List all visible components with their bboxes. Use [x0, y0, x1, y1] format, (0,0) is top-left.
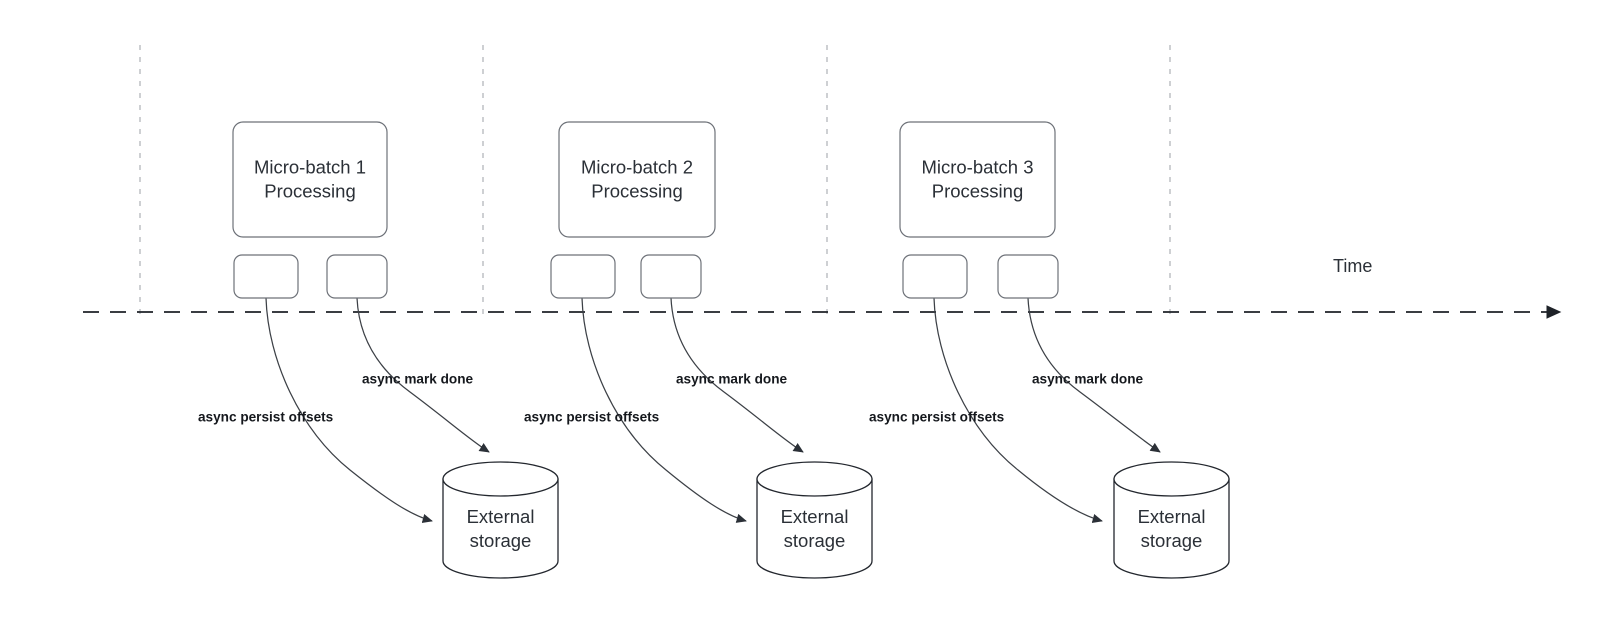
external-storage-2-body[interactable]: [756, 478, 873, 579]
flow-arrow-group: [265, 297, 1161, 524]
mark-done-task-3[interactable]: [997, 254, 1059, 299]
micro-batch-box-2[interactable]: [558, 121, 716, 238]
micro-batch-title-line2-3: Processing: [932, 180, 1024, 201]
external-storage-2-label-line1: External: [781, 506, 849, 527]
external-storage-3-body[interactable]: [1113, 478, 1230, 579]
async-mark-done-arrow-2: [670, 297, 804, 453]
external-storage-1-label-line2: storage: [470, 530, 532, 551]
async-mark-done-label-1: async mark done: [362, 372, 474, 387]
async-persist-offsets-label-1: async persist offsets: [198, 410, 333, 425]
external-storage-1-top[interactable]: [442, 461, 559, 497]
offset-commit-task-3[interactable]: [902, 254, 968, 299]
async-persist-offsets-label-3: async persist offsets: [869, 410, 1004, 425]
async-persist-offsets-arrow-1: [265, 297, 433, 524]
micro-batch-box-3[interactable]: [899, 121, 1056, 238]
micro-batch-title-line2-1: Processing: [264, 180, 356, 201]
async-mark-done-arrow-3: [1027, 297, 1161, 453]
micro-batch-title-line1-1: Micro-batch 1: [254, 156, 366, 177]
external-storage-3-label-line1: External: [1138, 506, 1206, 527]
external-storage-1-body[interactable]: [442, 478, 559, 579]
external-storage-3-top[interactable]: [1113, 461, 1230, 497]
micro-batch-title-line1-3: Micro-batch 3: [921, 156, 1033, 177]
async-mark-done-label-2: async mark done: [676, 372, 788, 387]
async-persist-offsets-arrow-3: [933, 297, 1103, 524]
async-mark-done-label-3: async mark done: [1032, 372, 1144, 387]
offset-commit-task-1[interactable]: [233, 254, 299, 299]
micro-batch-title-line1-2: Micro-batch 2: [581, 156, 693, 177]
batch-boundary-lines: [139, 45, 1171, 318]
offset-commit-task-2[interactable]: [550, 254, 616, 299]
external-storage-3-label-line2: storage: [1141, 530, 1203, 551]
mark-done-task-1[interactable]: [326, 254, 388, 299]
async-persist-offsets-label-2: async persist offsets: [524, 410, 659, 425]
node-group: [232, 121, 1230, 579]
async-mark-done-arrow-1: [356, 297, 490, 453]
micro-batch-title-line2-2: Processing: [591, 180, 683, 201]
mark-done-task-2[interactable]: [640, 254, 702, 299]
time-axis-label: Time: [1333, 256, 1372, 276]
micro-batch-box-1[interactable]: [232, 121, 388, 238]
async-persist-offsets-arrow-2: [581, 297, 747, 523]
external-storage-2-top[interactable]: [756, 461, 873, 497]
external-storage-1-label-line1: External: [467, 506, 535, 527]
external-storage-2-label-line2: storage: [784, 530, 846, 551]
